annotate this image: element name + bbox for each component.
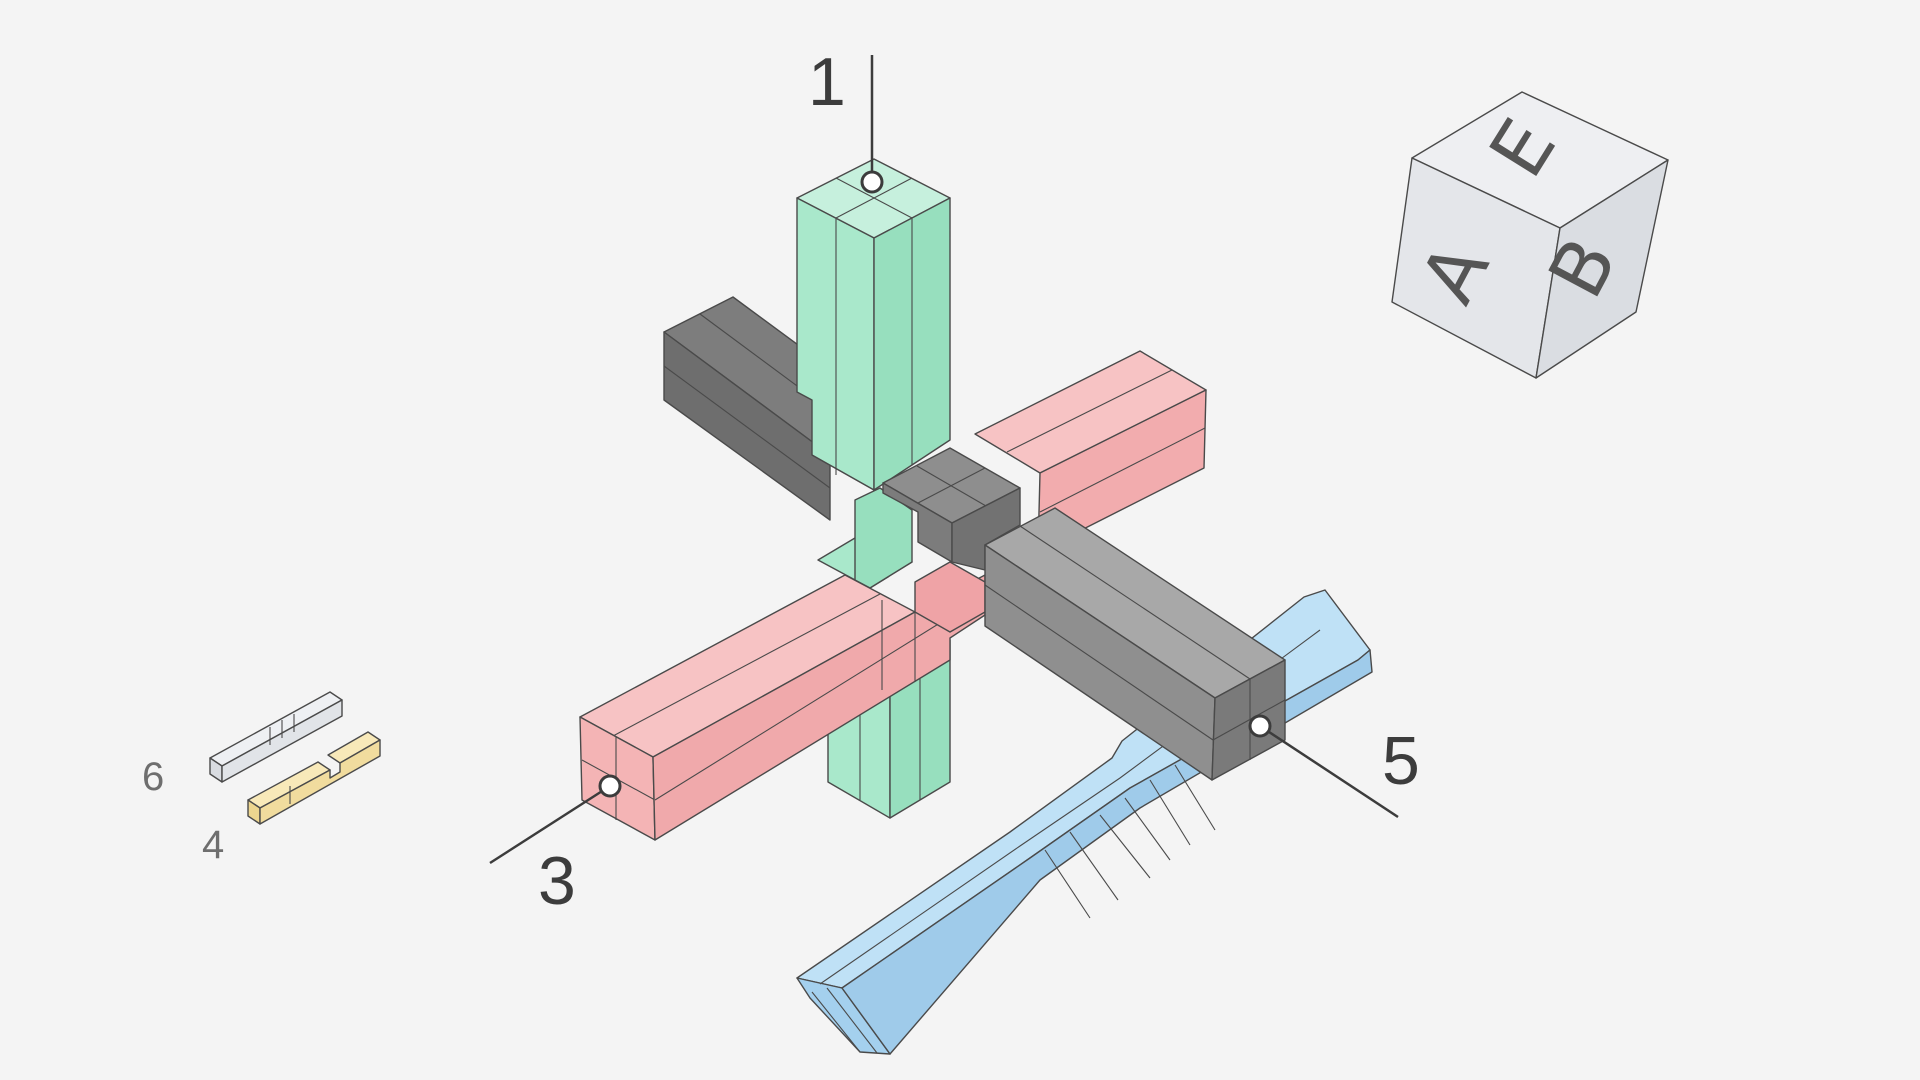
view-cube[interactable]: A B E (1391, 91, 1669, 379)
anchor-dot-5 (1248, 714, 1272, 738)
piece-3-red-back[interactable] (974, 350, 1207, 553)
callout-label-3: 3 (538, 843, 576, 919)
legend-piece-4[interactable]: 4 (202, 731, 381, 867)
legend-label-4: 4 (202, 823, 224, 867)
callout-label-1: 1 (808, 44, 846, 120)
legend-piece-6[interactable]: 6 (142, 691, 343, 799)
anchor-dot-3 (598, 774, 622, 798)
piece-2-gray-front[interactable] (984, 507, 1286, 781)
piece-1-green-upper[interactable] (796, 158, 951, 491)
callout-3: 3 (489, 774, 622, 919)
callout-1: 1 (808, 44, 884, 194)
legend-label-6: 6 (142, 755, 164, 799)
callout-5: 5 (1248, 714, 1420, 819)
view-cube-right-face[interactable] (1535, 159, 1669, 379)
callout-label-5: 5 (1382, 723, 1420, 799)
piece-2-gray-center[interactable] (882, 447, 1021, 571)
anchor-dot-1 (860, 170, 884, 194)
